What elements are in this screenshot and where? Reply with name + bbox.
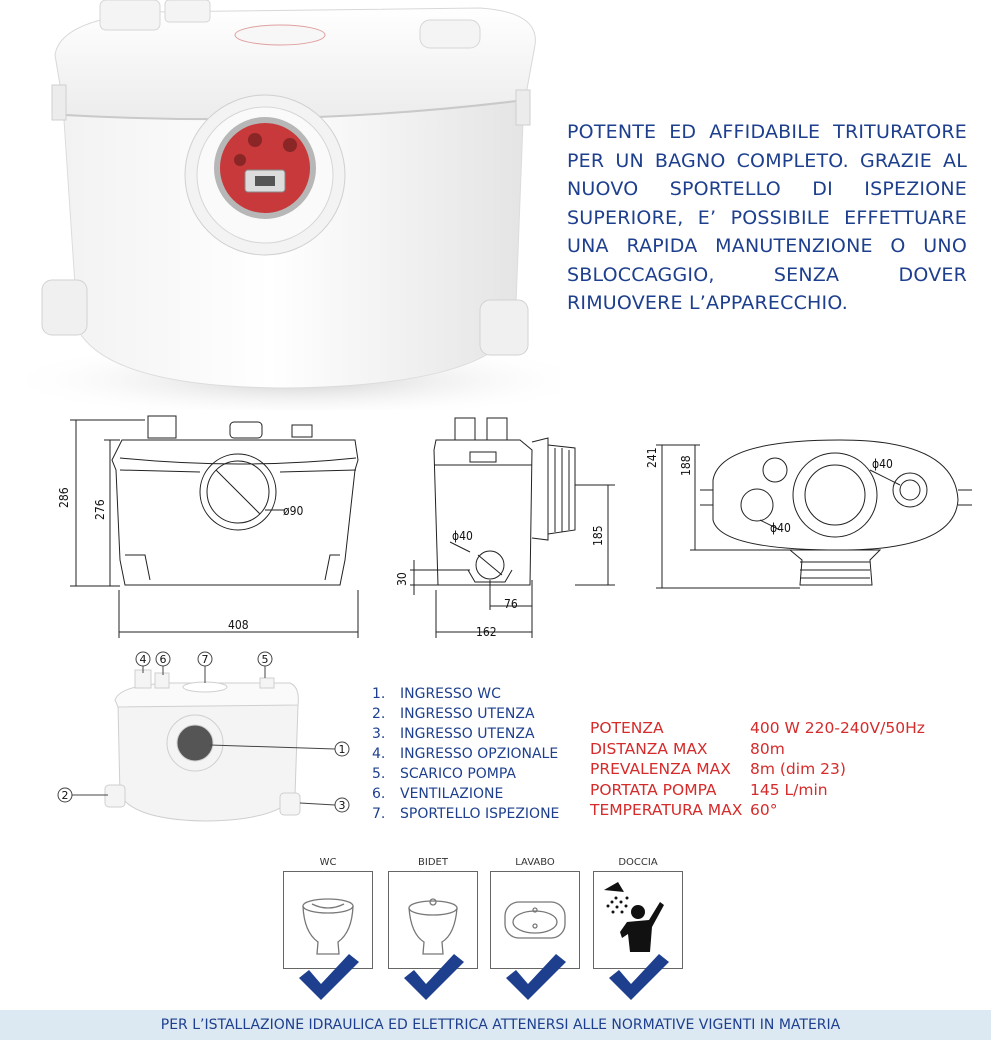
dim-front-height-body: 276 <box>93 499 107 520</box>
checkmark-icon <box>404 954 464 1000</box>
list-item: 4.INGRESSO OPZIONALE <box>372 746 559 762</box>
front-view-drawing <box>70 415 359 638</box>
dim-side-depth: 162 <box>476 625 497 639</box>
fixture-compatibility: WC BIDET LAVABO <box>283 855 703 1015</box>
footer-notice: PER L’ISTALLAZIONE IDRAULICA ED ELETTRIC… <box>160 1017 841 1033</box>
list-item: 6.VENTILAZIONE <box>372 786 504 802</box>
list-item: 2.INGRESSO UTENZA <box>372 706 535 722</box>
checkmark-icon <box>506 954 566 1000</box>
checkmark-icon <box>609 954 669 1000</box>
footer-banner: PER L’ISTALLAZIONE IDRAULICA ED ELETTRIC… <box>0 1010 991 1040</box>
bidet-icon <box>408 898 458 955</box>
dim-top-height-body: 188 <box>679 455 693 476</box>
checkmarks-svg <box>299 954 669 1000</box>
fixture-bidet: BIDET <box>388 855 478 969</box>
product-description: POTENTE ED AFFIDABILE TRITURATORE PER UN… <box>567 121 967 314</box>
macerator-product-image <box>0 0 600 420</box>
dim-top-port-a: ϕ40 <box>872 457 893 471</box>
fixture-label: BIDET <box>418 857 448 868</box>
dimension-drawings-svg: 286 276 408 ø90 ϕ40 30 76 162 185 241 18… <box>57 415 972 639</box>
dim-top-height-total: 241 <box>645 447 659 468</box>
callout-3: 3 <box>339 799 346 812</box>
washbasin-icon <box>504 901 566 939</box>
dim-side-outlet-height: 30 <box>395 572 409 586</box>
checkmark-icon <box>299 954 359 1000</box>
fixture-label: DOCCIA <box>618 857 658 868</box>
fixture-wc: WC <box>283 855 373 969</box>
fixture-label: WC <box>319 857 337 868</box>
callout-2: 2 <box>62 789 69 802</box>
parts-diagram: 4 6 7 5 1 2 3 <box>0 645 370 845</box>
top-view-drawing <box>656 439 972 589</box>
callout-5: 5 <box>262 653 269 666</box>
parts-callout-svg: 4 6 7 5 1 2 3 <box>57 651 350 822</box>
list-item: 5.SCARICO POMPA <box>372 766 517 782</box>
shower-icon <box>604 882 664 952</box>
list-item: 3.INGRESSO UTENZA <box>372 726 535 742</box>
side-view-drawing <box>410 417 615 638</box>
toilet-icon <box>302 898 354 955</box>
fixture-doccia: DOCCIA <box>593 855 683 969</box>
dim-side-outlet-offset: 76 <box>504 597 518 611</box>
callout-1: 1 <box>339 743 346 756</box>
list-item: 7.SPORTELLO ISPEZIONE <box>372 806 560 822</box>
dim-side-inlet-height: 185 <box>591 525 605 546</box>
dim-front-width: 408 <box>228 618 249 632</box>
product-render <box>0 0 600 420</box>
callout-7: 7 <box>202 653 209 666</box>
dim-top-port-b: ϕ40 <box>770 521 791 535</box>
callout-4: 4 <box>140 653 147 666</box>
dim-front-inlet: ø90 <box>283 504 303 518</box>
fixture-label: LAVABO <box>515 857 555 868</box>
technical-drawings: 286 276 408 ø90 ϕ40 30 76 162 185 241 18… <box>0 410 991 650</box>
dim-front-height-total: 286 <box>57 487 71 508</box>
fixture-lavabo: LAVABO <box>490 855 580 969</box>
list-item: 1.INGRESSO WC <box>372 686 501 702</box>
callout-6: 6 <box>160 653 167 666</box>
dim-side-outlet-diameter: ϕ40 <box>452 529 473 543</box>
parts-list: 1.INGRESSO WC 2.INGRESSO UTENZA 3.INGRES… <box>372 684 559 824</box>
